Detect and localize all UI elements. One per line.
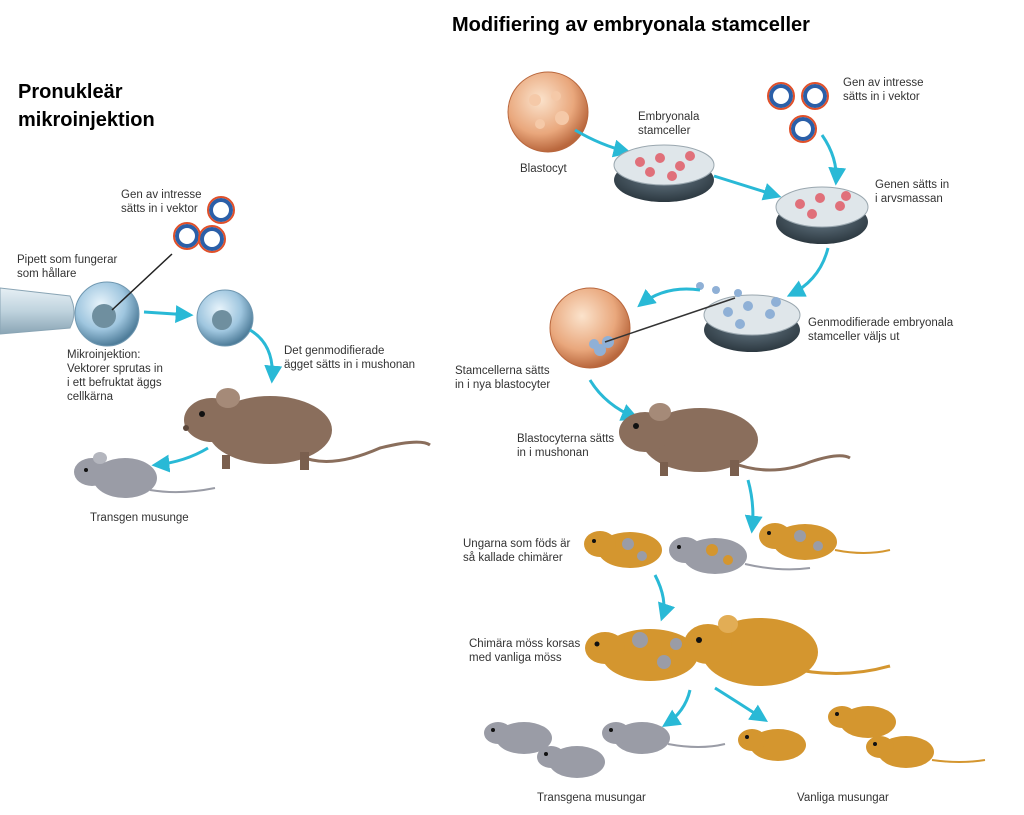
brown-mother-mouse-right — [619, 403, 851, 476]
label-embryonic-stem-cells: Embryonala stamceller — [638, 111, 700, 137]
label-stem-cells-into-blastocysts: Stamcellerna sätts in i nya blastocyter — [455, 365, 551, 391]
arrow-blastocyst-to-dish — [574, 128, 632, 158]
label-normal-pups: Vanliga musungar — [797, 792, 889, 804]
arrow-dish-to-dish — [713, 174, 782, 201]
selected-cells-floating — [696, 282, 742, 297]
arrow-mother-to-chimeras — [744, 479, 763, 534]
injection-needle-right — [604, 297, 736, 343]
petri-dish-gene-inserted — [775, 186, 869, 244]
arrow-dish-to-selection — [786, 247, 830, 297]
grey-pup-1 — [484, 722, 552, 754]
label-microinjection: Mikroinjektion: Vektorer sprutas in i et… — [67, 349, 163, 403]
label-chimeras-born: Ungarna som föds är så kallade chimärer — [463, 538, 571, 564]
petri-dish-stem-cells — [613, 144, 715, 202]
arrow-mother-to-pup-left — [151, 446, 209, 473]
modified-egg — [196, 289, 254, 347]
label-egg-into-mother: Det genmodifierade ägget sätts in i mush… — [284, 345, 416, 371]
right-plasmids — [767, 82, 829, 143]
normal-pups — [738, 706, 986, 768]
chimera-pup-1 — [584, 531, 662, 568]
label-pipette: Pipett som fungerar som hållare — [17, 254, 118, 280]
arrow-selection-to-blastocyst — [637, 287, 701, 308]
fertilized-egg-injected — [74, 281, 140, 347]
normal-adult-mouse — [684, 615, 891, 686]
label-blastocyst: Blastocyt — [520, 163, 567, 175]
orange-pup-1 — [738, 729, 806, 761]
arrow-cross-to-transgenic — [661, 689, 692, 727]
label-gene-inserted: Genen sätts in i arvsmassan — [875, 179, 950, 205]
arrow-cross-to-normal — [714, 686, 769, 722]
label-transgenic-pup: Transgen musunge — [90, 512, 189, 524]
label-transgenic-pups: Transgena musungar — [537, 792, 646, 804]
label-blastocysts-into-mother: Blastocyterna sätts in i mushonan — [517, 433, 615, 459]
brown-mother-mouse-left — [183, 388, 431, 470]
title-pronuclear: Pronukleär mikroinjektion — [18, 81, 155, 131]
arrow-plasmid-to-dish — [820, 134, 847, 186]
label-gm-cells-selected: Genmodifierade embryonala stamceller väl… — [808, 317, 954, 343]
arrow-egg-to-mother — [249, 328, 283, 384]
left-plasmids — [173, 196, 235, 253]
label-gene-vector-right: Gen av intresse sätts in i vektor — [843, 77, 924, 103]
grey-pup-2 — [537, 746, 605, 778]
label-chimeras-crossed: Chimära möss korsas med vanliga möss — [469, 638, 581, 664]
orange-pup-2 — [828, 706, 896, 738]
blastocyst-injected — [549, 287, 631, 369]
title-es-cells: Modifiering av embryonala stamceller — [452, 14, 810, 36]
arrow-blastocyst-to-mother — [588, 379, 640, 421]
injection-needle — [111, 253, 173, 311]
chimera-pup-3 — [759, 523, 891, 560]
chimera-pups — [584, 523, 891, 574]
chimera-pup-2 — [669, 537, 811, 574]
label-gene-vector-left: Gen av intresse sätts in i vektor — [121, 189, 202, 215]
grey-transgenic-pup-left — [74, 452, 216, 498]
chimera-adult — [585, 629, 698, 681]
transgenic-pups — [484, 722, 726, 778]
arrow-chimeras-to-cross — [653, 574, 676, 622]
arrow-egg-to-egg — [143, 305, 194, 324]
grey-pup-3 — [602, 722, 726, 754]
blastocyst-top — [507, 71, 589, 153]
pipette — [0, 287, 75, 335]
orange-pup-3 — [866, 736, 986, 768]
petri-dish-selected — [703, 294, 801, 352]
